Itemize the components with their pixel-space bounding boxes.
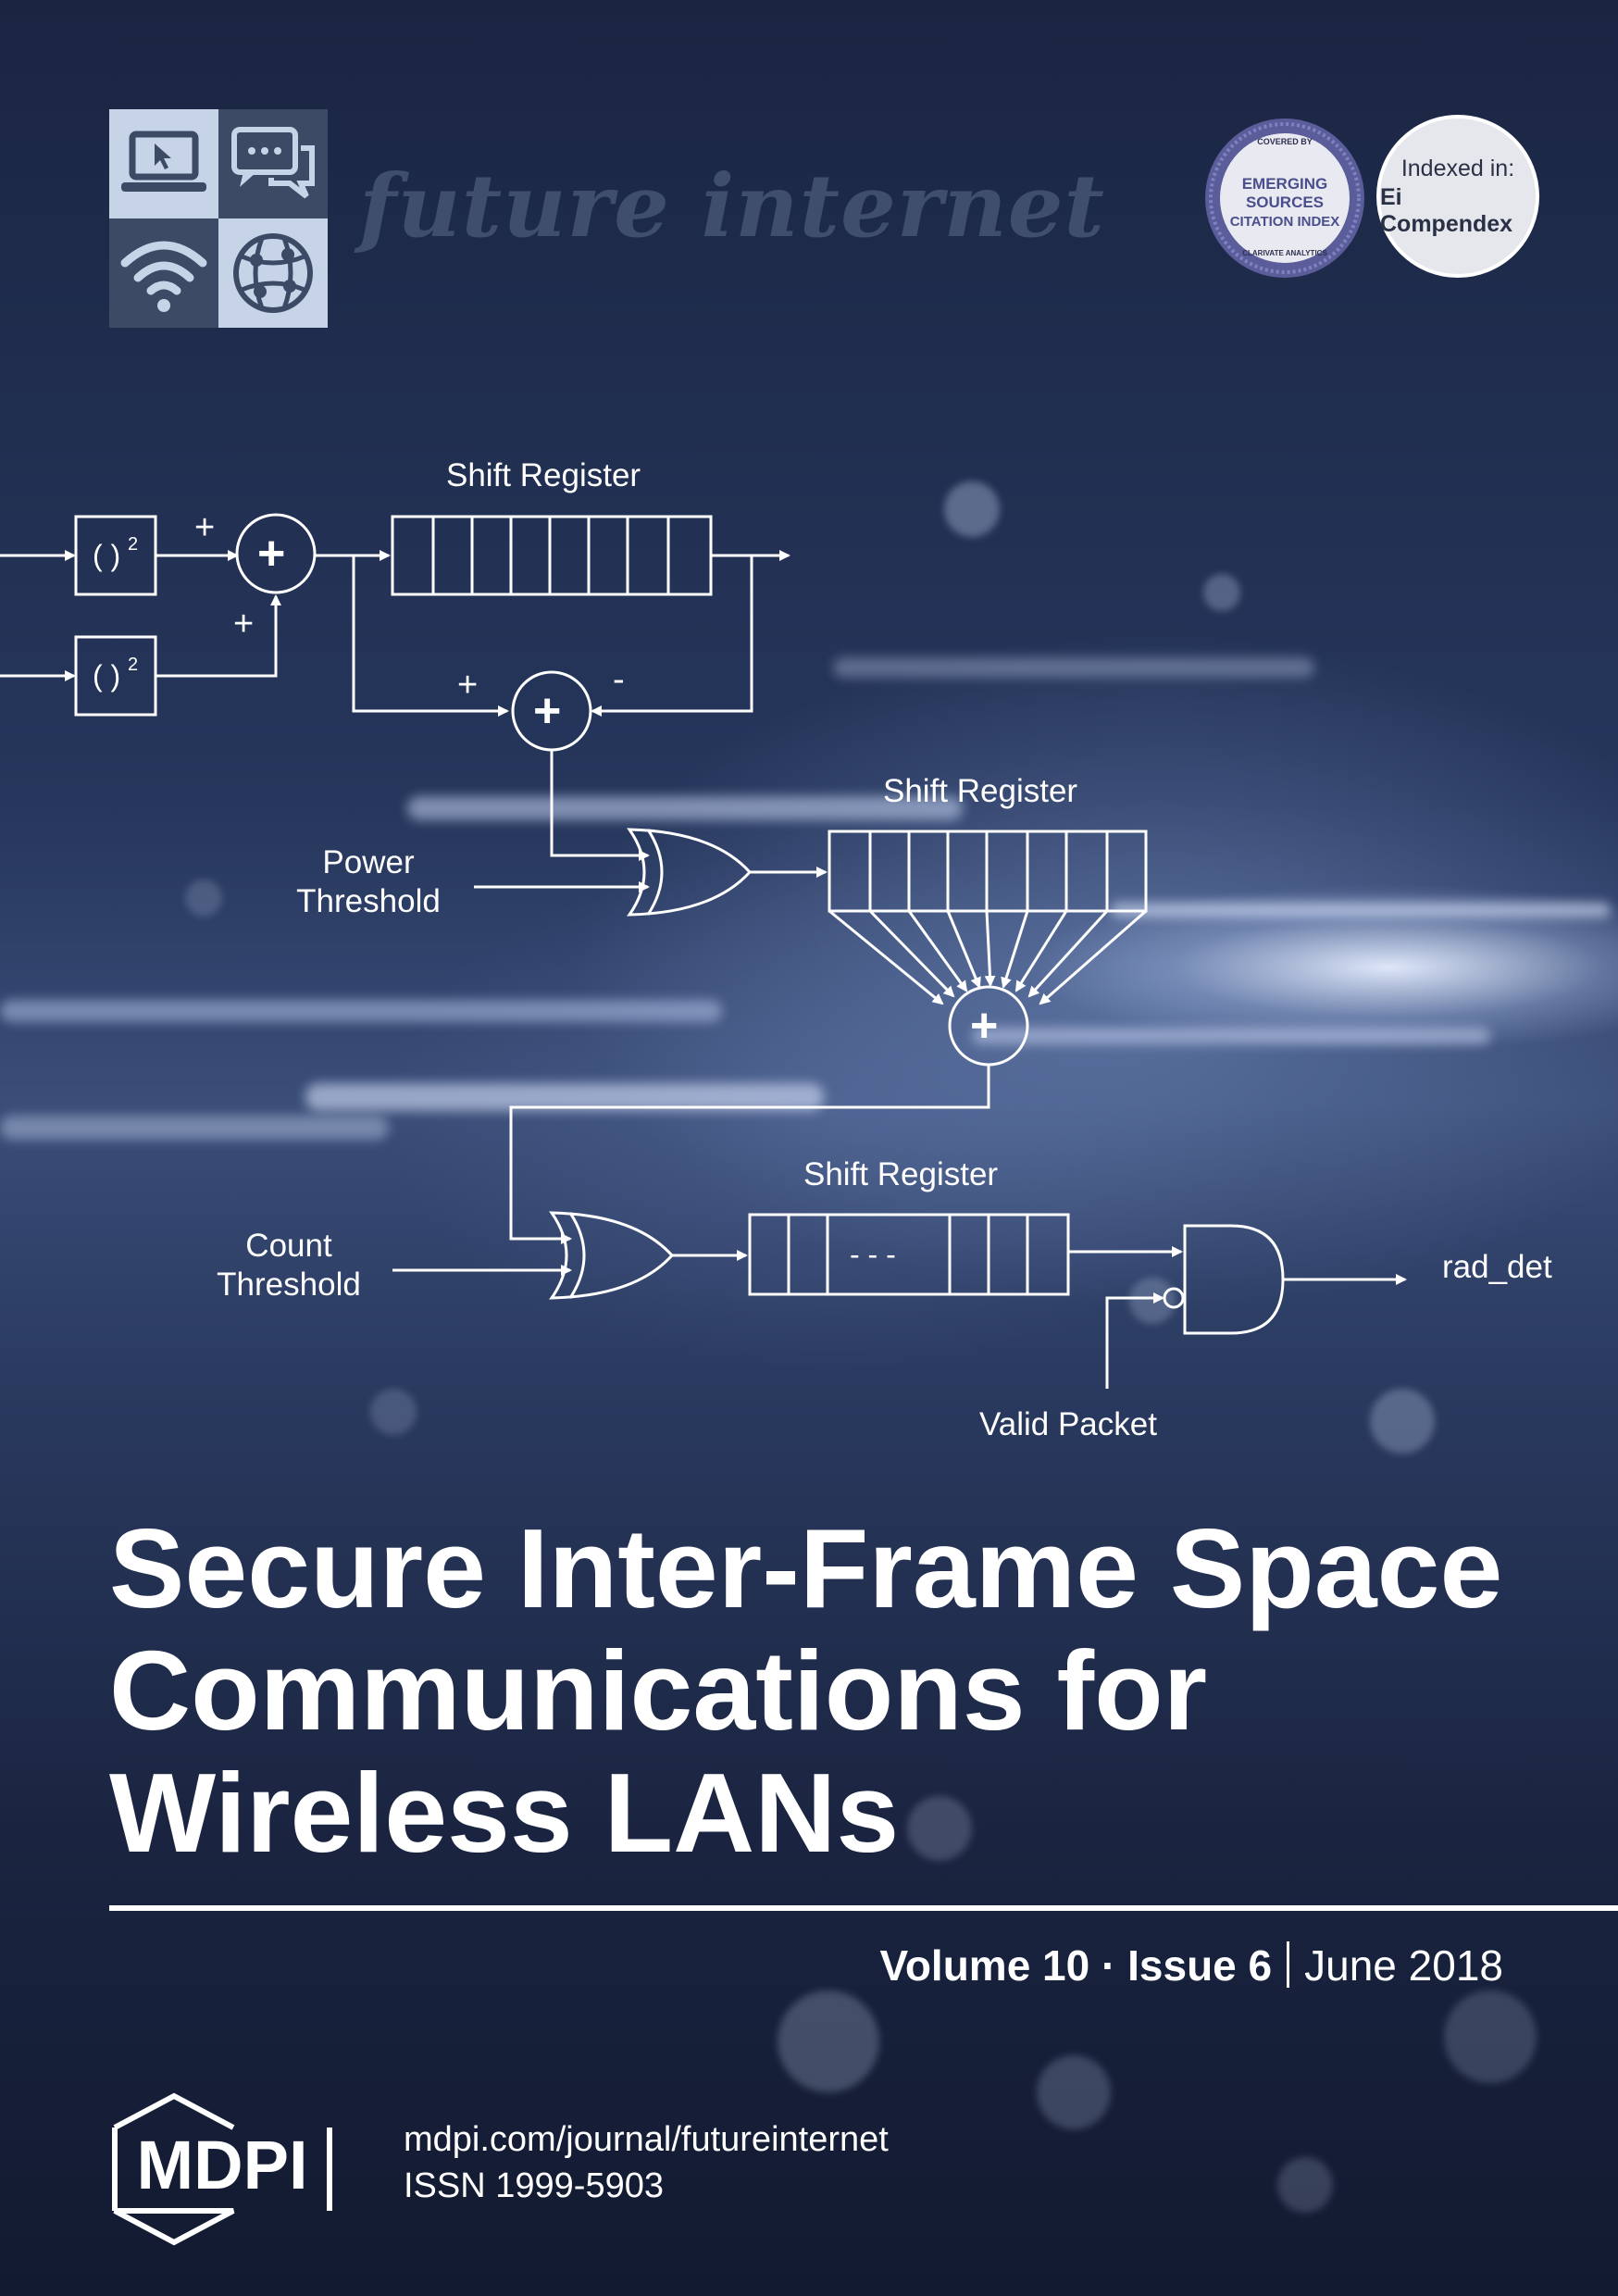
output-label: rad_det (1442, 1249, 1552, 1285)
esci-line-3: CITATION INDEX (1230, 214, 1340, 230)
square-sup-2: 2 (128, 655, 138, 675)
adder-1-plus-top: + (194, 508, 215, 547)
adder-1-plus-bottom: + (233, 605, 254, 643)
or-gate-1 (627, 828, 753, 917)
shift-register-3-label: Shift Register (803, 1156, 998, 1192)
esci-line-2: SOURCES (1246, 193, 1324, 211)
adder-3-symbol: + (970, 999, 998, 1053)
adder-2-minus: - (613, 660, 625, 699)
ei-line-2: Ei Compendex (1380, 183, 1513, 237)
issue-label: Issue 6 (1127, 1941, 1273, 1990)
issue-info: Volume 10 · Issue 6 June 2018 (880, 1940, 1503, 1990)
adder-1 (235, 513, 317, 594)
square-label-1: ( ) (93, 539, 120, 572)
chat-bubbles-icon (218, 109, 328, 218)
power-threshold-label-2: Threshold (296, 883, 441, 919)
adder-2-plus: + (457, 666, 478, 705)
wifi-icon (109, 218, 218, 328)
journal-url[interactable]: mdpi.com/journal/futureinternet (404, 2120, 889, 2159)
journal-name: future internet (359, 156, 1105, 257)
square-sup-1: 2 (128, 534, 138, 555)
article-title: Secure Inter-Frame Space Communications … (109, 1507, 1553, 1874)
publisher-info: mdpi.com/journal/futureinternet ISSN 199… (404, 2116, 889, 2209)
shift-register-3-dashes: - - - (850, 1238, 896, 1271)
shift-register-1-label: Shift Register (446, 457, 641, 493)
and-gate (1183, 1224, 1285, 1335)
article-title-line-3: Wireless LANs (109, 1750, 900, 1876)
count-threshold-label-2: Threshold (217, 1267, 361, 1303)
volume-label: Volume 10 (879, 1941, 1090, 1990)
adder-1-symbol: + (257, 527, 285, 580)
shift-register-2-label: Shift Register (883, 773, 1077, 809)
esci-bottom-text: CLARIVATE ANALYTICS (1242, 249, 1327, 257)
esci-top-text: COVERED BY (1257, 137, 1313, 146)
circuit-diagram: ( ) 2 ( ) 2 + + + + + - + Shift Register… (0, 457, 1552, 1442)
laptop-cursor-icon (109, 109, 218, 218)
adder-2-symbol: + (533, 684, 561, 738)
ei-compendex-badge: Indexed in: Ei Compendex (1376, 115, 1539, 278)
issue-dot: · (1101, 1941, 1116, 1990)
count-threshold-label-1: Count (245, 1228, 332, 1264)
mdpi-logo-text: MDPI (137, 2127, 308, 2203)
article-title-line-1: Secure Inter-Frame Space (109, 1505, 1503, 1631)
esci-badge: COVERED BY EMERGING SOURCES CITATION IND… (1205, 119, 1364, 278)
or-gate-2 (549, 1211, 675, 1300)
shift-register-3 (748, 1213, 1070, 1296)
power-threshold-label-1: Power (322, 844, 415, 880)
issn: ISSN 1999-5903 (404, 2166, 664, 2205)
esci-line-1: EMERGING (1242, 175, 1328, 193)
square-label-2: ( ) (93, 659, 120, 693)
ei-line-1: Indexed in: (1400, 155, 1515, 181)
title-divider (109, 1905, 1618, 1911)
shift-register-1 (391, 515, 713, 596)
journal-logo (109, 109, 328, 328)
mdpi-logo: MDPI (112, 2092, 332, 2246)
inverter-bubble (1163, 1287, 1185, 1309)
issue-separator (1287, 1941, 1290, 1988)
article-title-line-2: Communications for (109, 1628, 1208, 1753)
issue-date: June 2018 (1304, 1941, 1503, 1990)
valid-packet-label: Valid Packet (979, 1406, 1157, 1442)
globe-network-icon (218, 218, 328, 328)
